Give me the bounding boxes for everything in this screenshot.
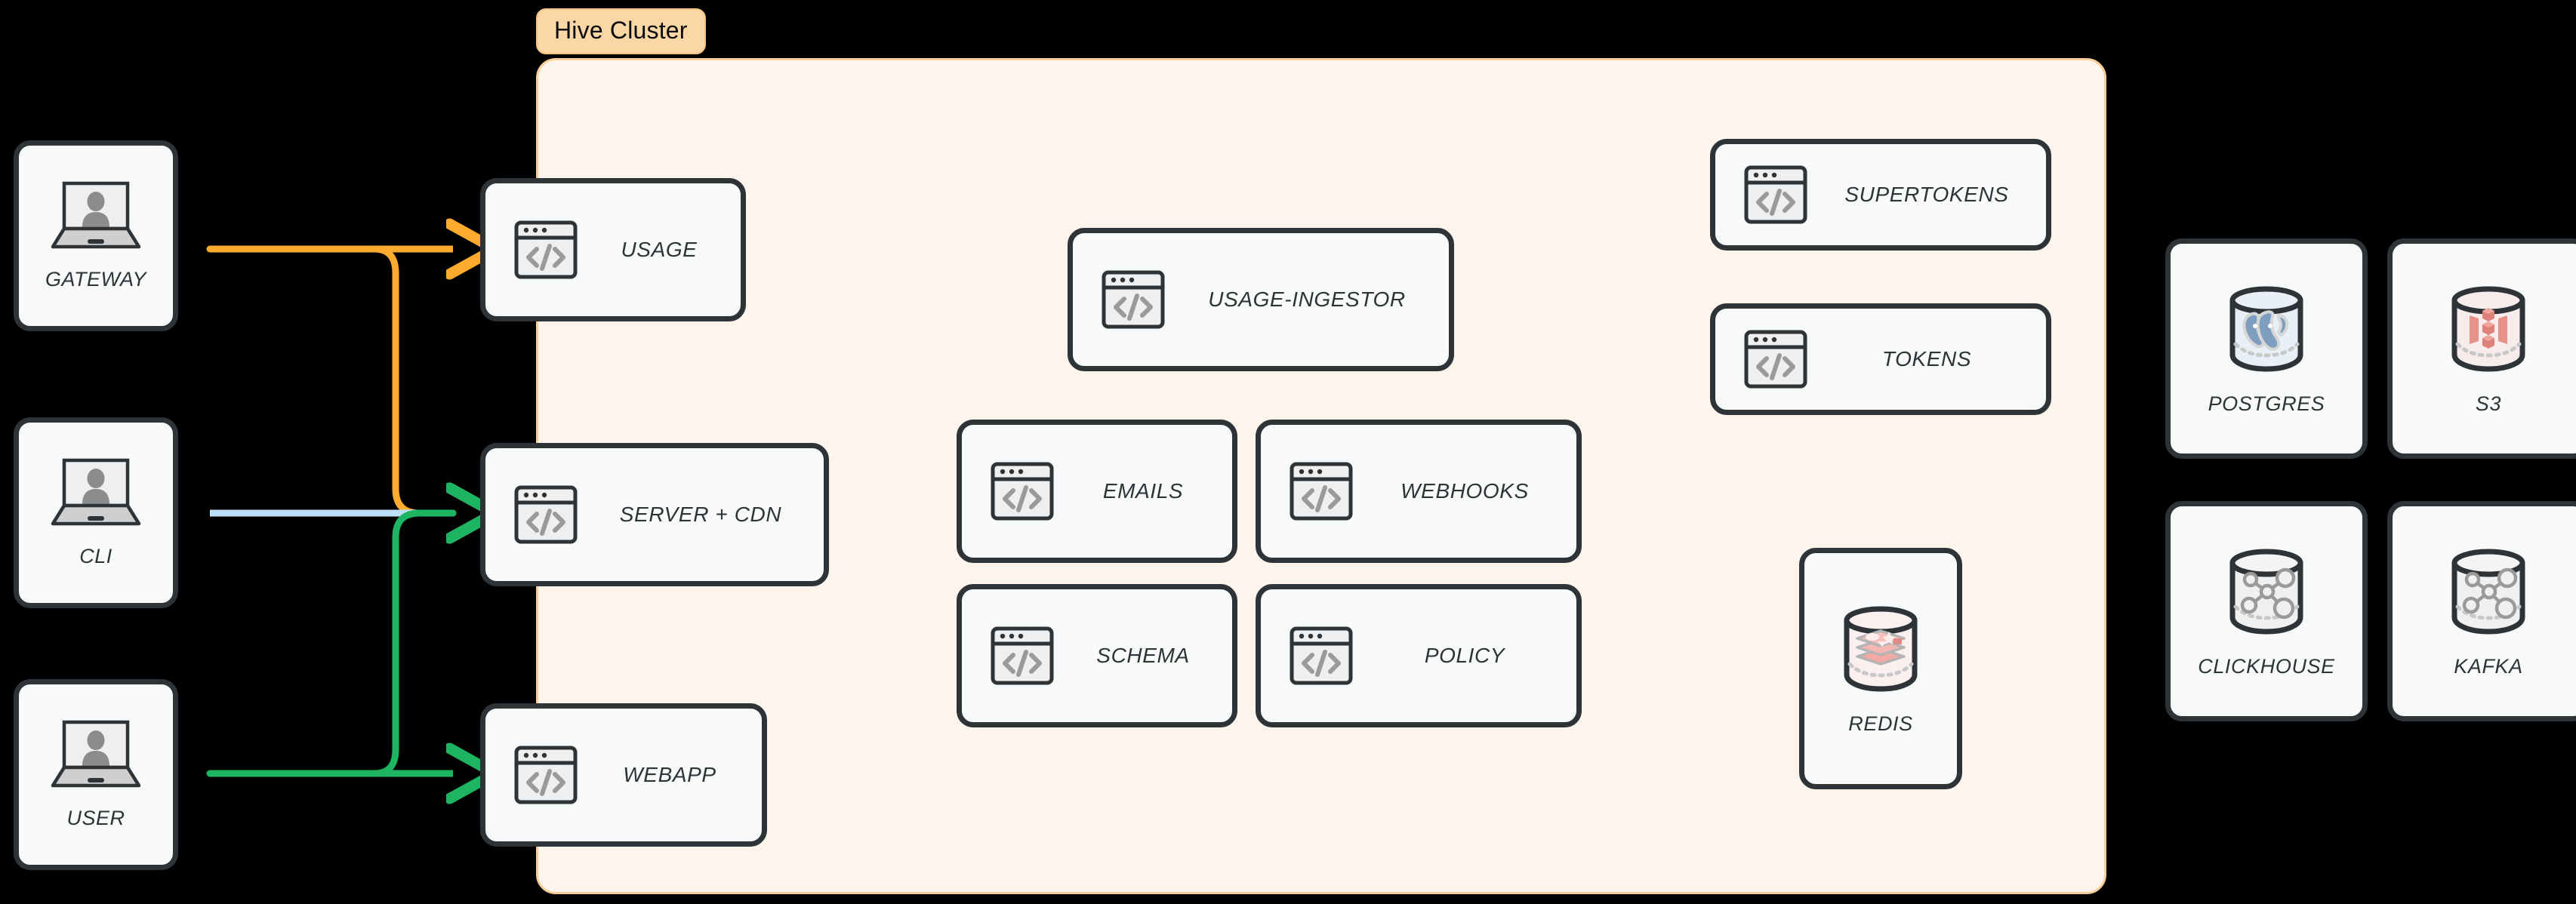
- store-card-redis[interactable]: REDIS: [1799, 548, 1962, 789]
- gateway-to-server-wire: [206, 245, 453, 513]
- store-label: CLICKHOUSE: [2198, 654, 2335, 678]
- service-label: WEBHOOKS: [1400, 479, 1529, 503]
- code-window-icon: [1290, 626, 1353, 685]
- code-window-icon: [991, 462, 1054, 521]
- client-card-gateway[interactable]: GATEWAY: [14, 140, 178, 331]
- service-card-server-cdn[interactable]: SERVER + CDN: [480, 443, 829, 586]
- s3-cylinder-icon: [2451, 286, 2525, 371]
- redis-cylinder-icon: [1844, 606, 1918, 691]
- hive-cluster-badge: Hive Cluster: [536, 8, 706, 54]
- service-label: TOKENS: [1881, 347, 1972, 371]
- client-card-user[interactable]: USER: [14, 679, 178, 870]
- generic-cylinder-icon: [2229, 549, 2303, 634]
- code-window-icon: [991, 626, 1054, 685]
- client-label: CLI: [79, 545, 112, 567]
- store-card-postgres[interactable]: POSTGRES: [2165, 238, 2368, 459]
- service-card-supertokens[interactable]: SUPERTOKENS: [1710, 139, 2051, 251]
- store-label: REDIS: [1848, 712, 1913, 735]
- service-card-usage[interactable]: USAGE: [480, 178, 746, 321]
- service-label: SERVER + CDN: [619, 503, 782, 526]
- service-card-tokens[interactable]: TOKENS: [1710, 303, 2051, 415]
- laptop-user-icon: [51, 458, 141, 526]
- service-card-schema[interactable]: SCHEMA: [957, 584, 1237, 727]
- code-window-icon: [514, 485, 578, 544]
- service-label: USAGE: [621, 238, 698, 261]
- code-window-icon: [1102, 270, 1165, 329]
- client-label: GATEWAY: [45, 268, 147, 291]
- service-label: SUPERTOKENS: [1844, 183, 2009, 206]
- laptop-user-icon: [51, 720, 141, 788]
- service-label: SCHEMA: [1096, 644, 1190, 667]
- user-to-server-wire: [206, 513, 453, 777]
- client-card-cli[interactable]: CLI: [14, 417, 178, 608]
- code-window-icon: [1290, 462, 1353, 521]
- service-label: EMAILS: [1102, 479, 1184, 503]
- store-card-kafka[interactable]: KAFKA: [2387, 501, 2576, 721]
- code-window-icon: [514, 746, 578, 804]
- generic-cylinder-icon: [2451, 549, 2525, 634]
- service-card-webapp[interactable]: WEBAPP: [480, 703, 767, 847]
- service-card-emails[interactable]: EMAILS: [957, 420, 1237, 563]
- service-label: USAGE-INGESTOR: [1208, 287, 1406, 311]
- code-window-icon: [514, 220, 578, 279]
- service-card-usage-ingestor[interactable]: USAGE-INGESTOR: [1068, 228, 1454, 371]
- service-label: POLICY: [1424, 644, 1505, 667]
- store-label: POSTGRES: [2208, 392, 2325, 415]
- service-label: WEBAPP: [623, 763, 716, 786]
- store-label: S3: [2475, 392, 2502, 415]
- client-label: USER: [66, 807, 125, 829]
- service-card-webhooks[interactable]: WEBHOOKS: [1256, 420, 1582, 563]
- postgres-cylinder-icon: [2229, 286, 2303, 371]
- service-card-policy[interactable]: POLICY: [1256, 584, 1582, 727]
- laptop-user-icon: [51, 181, 141, 249]
- code-window-icon: [1744, 165, 1807, 224]
- store-card-s3[interactable]: S3: [2387, 238, 2576, 459]
- store-label: KAFKA: [2454, 654, 2523, 678]
- code-window-icon: [1744, 330, 1807, 389]
- store-card-clickhouse[interactable]: CLICKHOUSE: [2165, 501, 2368, 721]
